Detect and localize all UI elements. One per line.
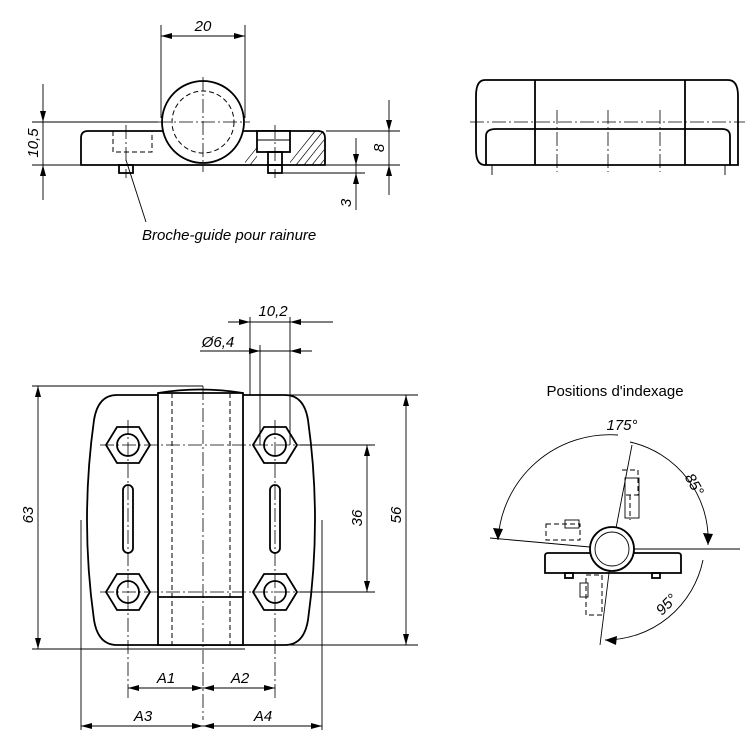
guide-pin-callout: Broche-guide pour rainure	[142, 227, 316, 244]
dim-a2-label: A2	[230, 670, 250, 687]
dim-20-label: 20	[194, 18, 212, 35]
dim-a3-label: A3	[133, 708, 153, 725]
plan-view: 63 36 56 10,2 Ø6,4 A1 A2 A3	[20, 303, 418, 730]
side-view	[470, 79, 745, 175]
dim-a4-label: A4	[253, 708, 272, 725]
dim-8-label: 8	[371, 143, 388, 152]
indexing-diagram: Positions d'indexage 175° 85° 95°	[489, 383, 740, 646]
angle-175-label: 175°	[606, 417, 637, 434]
dim-10-2-label: 10,2	[258, 303, 288, 320]
dim-3-label: 3	[338, 198, 355, 207]
dim-36-label: 36	[349, 509, 366, 526]
indexing-title: Positions d'indexage	[546, 383, 683, 400]
dim-10-5-label: 10,5	[25, 128, 42, 158]
angle-95-label: 95°	[653, 591, 681, 619]
dim-56-label: 56	[388, 506, 405, 523]
dim-dia-6-4-label: Ø6,4	[201, 334, 235, 351]
dim-63-label: 63	[20, 506, 37, 523]
front-view: 20 10,5 8 3 Broche-guide pour rainure	[25, 18, 400, 244]
dim-a1-label: A1	[156, 670, 175, 687]
